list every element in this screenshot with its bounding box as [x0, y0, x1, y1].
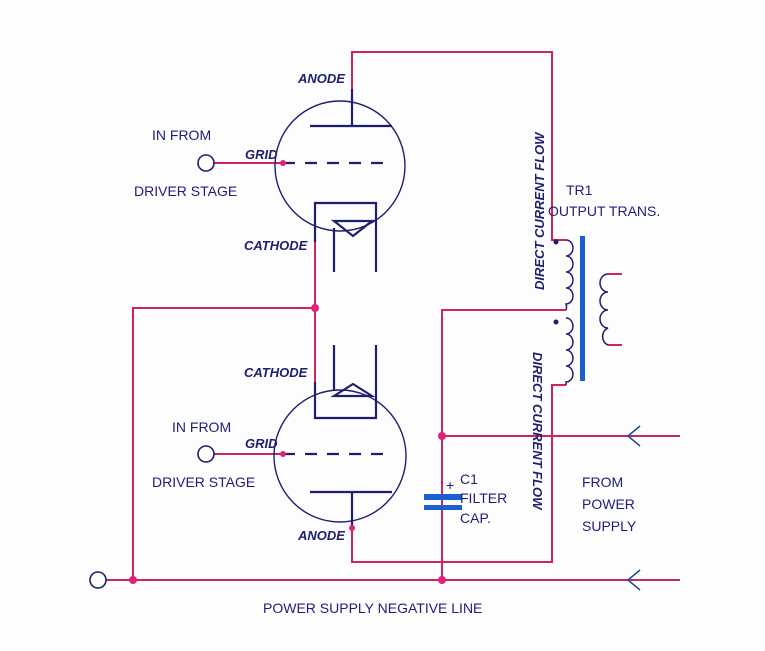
lower-cathode-element	[313, 345, 378, 420]
lower-input-label-2: DRIVER STAGE	[152, 474, 255, 490]
output-transformer	[553, 236, 609, 386]
negative-line-label: POWER SUPPLY NEGATIVE LINE	[263, 600, 482, 616]
primary-coil-upper	[564, 239, 574, 311]
primary-coil-lower	[565, 317, 574, 386]
left-return-wire	[132, 307, 315, 580]
lower-cathode-label: CATHODE	[244, 365, 308, 380]
upper-cathode-label: CATHODE	[244, 238, 308, 253]
phase-dot-lower	[553, 319, 559, 325]
capacitor-label-2: CAP.	[460, 510, 491, 526]
lower-input-label-1: IN FROM	[172, 419, 231, 435]
positive-junction-dot	[438, 432, 446, 440]
capacitor-ref: C1	[460, 471, 478, 487]
supply-label-2: POWER	[582, 496, 635, 512]
capacitor-plate-bottom	[424, 505, 462, 510]
upper-grid-label: GRID	[245, 147, 278, 162]
upper-input-terminal	[197, 154, 215, 172]
transformer-core	[580, 236, 585, 381]
secondary-coil	[599, 273, 609, 346]
negative-junction-dot-right	[438, 576, 446, 584]
capacitor-plate-top	[424, 494, 462, 500]
flow-label-upper: DIRECT CURRENT FLOW	[532, 131, 547, 290]
supply-positive-arrow	[626, 425, 641, 447]
transformer-ref: TR1	[566, 182, 593, 198]
upper-tube-envelope	[274, 100, 406, 232]
negative-junction-dot-left	[129, 576, 137, 584]
lower-input-terminal	[197, 445, 215, 463]
upper-tube	[274, 89, 406, 272]
upper-cathode-element	[313, 201, 378, 272]
phase-dot-upper	[553, 239, 559, 245]
lower-tube-envelope	[273, 389, 407, 523]
lower-heater	[330, 382, 376, 398]
capacitor-polarity: +	[446, 477, 454, 493]
center-tap-wire	[441, 309, 552, 580]
upper-grid-dot	[280, 160, 286, 166]
lower-grid-label: GRID	[245, 436, 278, 451]
filter-capacitor	[424, 494, 462, 510]
lower-tube	[273, 345, 407, 528]
upper-heater	[330, 219, 376, 238]
supply-negative-arrow	[626, 569, 641, 591]
lower-anode-label: ANODE	[297, 528, 345, 543]
capacitor-label-1: FILTER	[460, 490, 507, 506]
upper-input-label-1: IN FROM	[152, 127, 211, 143]
cathode-junction-dot	[311, 304, 319, 312]
transformer-name: OUTPUT TRANS.	[548, 203, 660, 219]
lower-grid-dot	[280, 451, 286, 457]
upper-input-label-2: DRIVER STAGE	[134, 183, 237, 199]
lower-anode-wire	[351, 384, 566, 563]
lower-anode-dot	[349, 525, 355, 531]
supply-label-3: SUPPLY	[582, 518, 637, 534]
flow-label-lower: DIRECT CURRENT FLOW	[530, 352, 545, 511]
negative-terminal	[89, 571, 107, 589]
upper-anode-label: ANODE	[297, 71, 345, 86]
supply-label-1: FROM	[582, 474, 623, 490]
